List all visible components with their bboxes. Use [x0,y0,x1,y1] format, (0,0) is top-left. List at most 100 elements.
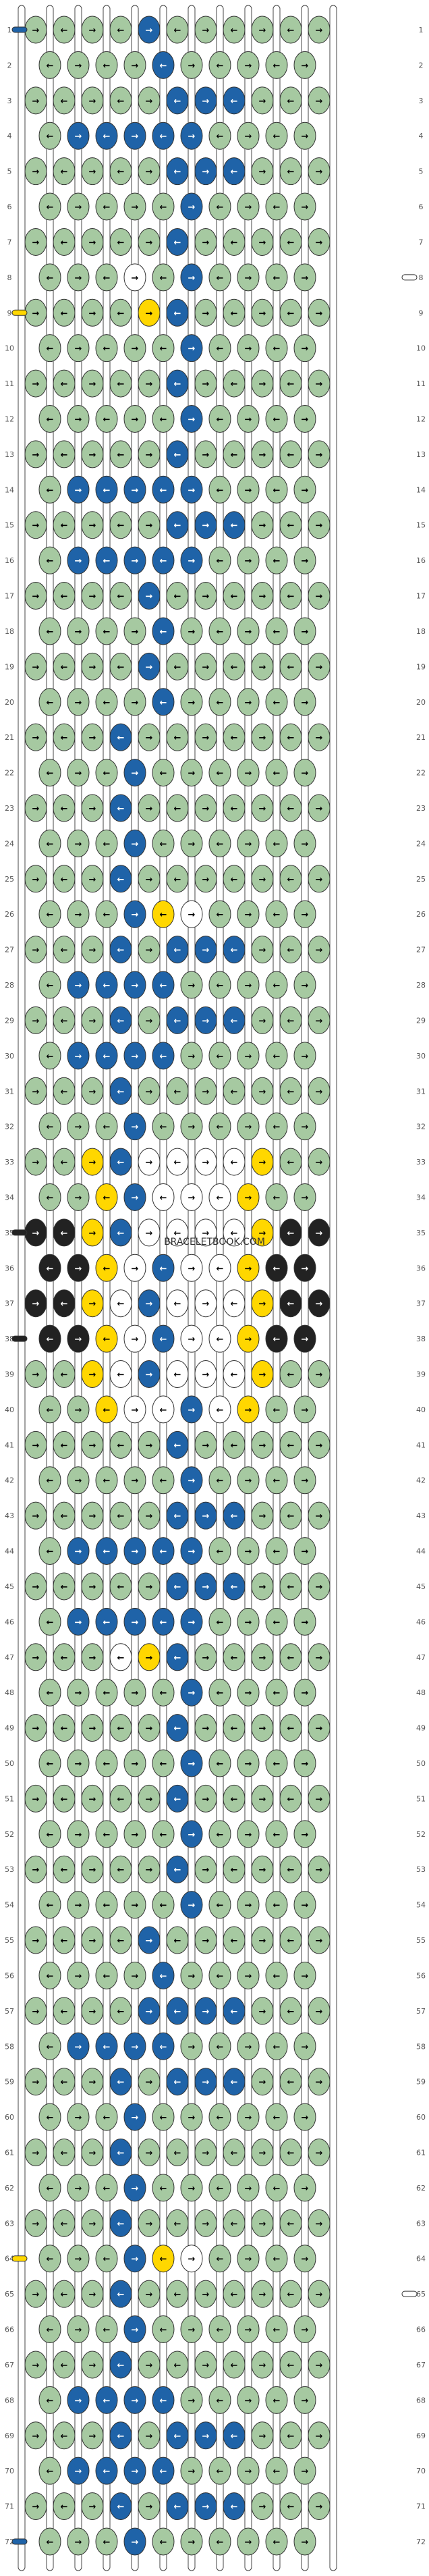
row-number-left: 62 [5,2184,14,2193]
row-number-left: 57 [5,2007,14,2016]
knot: → [67,759,90,787]
knot-direction-icon: → [245,1901,252,1911]
knot-direction-icon: ← [273,839,281,849]
knot: ← [223,1006,246,1034]
knot: ← [95,1112,118,1141]
knot-direction-icon: → [316,1511,323,1522]
knot-direction-icon: ← [287,2290,295,2300]
knot: ← [38,1961,61,1989]
knot-direction-icon: ← [61,2502,68,2513]
knot-direction-icon: ← [231,26,238,36]
row-number-right: 22 [416,769,426,778]
knot: → [67,900,90,928]
row-number-left: 45 [5,1582,14,1591]
knot: → [67,546,90,574]
knot-direction-icon: → [146,1653,153,1663]
knot-direction-icon: → [89,26,96,36]
thread-end-left [11,1229,28,1236]
knot: ← [166,1006,189,1034]
knot-direction-icon: ← [103,61,111,71]
knot: → [180,334,203,363]
knot-direction-icon: ← [47,1759,54,1769]
knot: → [24,511,47,539]
knot-direction-icon: ← [160,910,167,920]
knot: → [123,192,146,221]
knot: → [24,1784,47,1813]
knot: ← [223,1501,246,1530]
knot: → [138,1501,161,1530]
knot-direction-icon: ← [217,1193,224,1203]
knot-direction-icon: → [259,238,266,248]
knot: ← [152,971,175,999]
knot-direction-icon: → [132,1901,139,1911]
knot: → [81,16,104,44]
knot: → [180,1961,203,1989]
knot-direction-icon: → [32,379,40,390]
knot-direction-icon: ← [117,662,125,672]
knot: → [81,2280,104,2308]
knot: → [81,298,104,327]
knot: ← [279,511,302,539]
knot-direction-icon: → [32,592,40,602]
knot-direction-icon: → [188,910,196,920]
knot: → [24,1643,47,1671]
knot: ← [279,1148,302,1176]
knot-direction-icon: → [259,2502,266,2513]
knot: ← [279,1218,302,1247]
knot: ← [109,865,132,893]
knot: ← [95,2457,118,2485]
knot: ← [109,1855,132,1883]
knot-direction-icon: → [302,1688,309,1698]
knot: ← [109,86,132,115]
knot: → [194,298,217,327]
knot-direction-icon: → [188,1688,196,1698]
row-number-left: 24 [5,839,14,848]
knot: → [24,1572,47,1601]
knot: → [123,829,146,857]
knot-direction-icon: ← [217,2326,224,2336]
row-number-right: 44 [416,1547,426,1556]
knot-direction-icon: → [132,2326,139,2336]
thread-end-right [401,274,418,281]
knot-direction-icon: ← [103,1830,111,1840]
knot: → [138,936,161,964]
knot-direction-icon: → [316,2502,323,2513]
knot-direction-icon: ← [160,2255,167,2265]
knot: → [308,298,331,327]
row-number-left: 4 [7,132,12,140]
knot-direction-icon: → [132,485,139,495]
knot-direction-icon: → [32,733,40,743]
knot-direction-icon: ← [160,1759,167,1769]
row-number-left: 34 [5,1193,14,1202]
knot: → [308,16,331,44]
knot: → [293,1749,316,1777]
knot-direction-icon: ← [217,1476,224,1486]
knot-direction-icon: ← [160,2467,167,2477]
row-number-right: 4 [419,132,424,140]
knot: → [237,404,260,433]
knot: → [81,227,104,256]
knot: → [24,2068,47,2096]
knot-direction-icon: → [316,1936,323,1946]
knot: ← [223,511,246,539]
knot: ← [152,1395,175,1424]
knot: → [81,1501,104,1530]
knot: ← [166,1501,189,1530]
knot-direction-icon: → [316,1229,323,1239]
knot: → [237,1891,260,1919]
knot-direction-icon: ← [117,2078,125,2088]
knot: ← [152,1042,175,1070]
knot-direction-icon: ← [103,1901,111,1911]
knot-direction-icon: ← [160,1335,167,1345]
knot-direction-icon: ← [47,1335,54,1345]
knot-direction-icon: ← [174,2149,181,2159]
knot: ← [38,1254,61,1282]
knot-direction-icon: ← [287,1087,295,1097]
knot: → [67,2245,90,2273]
knot: → [81,157,104,186]
string [103,5,111,2571]
knot: ← [38,404,61,433]
row-number-left: 25 [5,875,14,884]
knot-direction-icon: → [259,308,266,319]
knot-direction-icon: ← [103,132,111,142]
